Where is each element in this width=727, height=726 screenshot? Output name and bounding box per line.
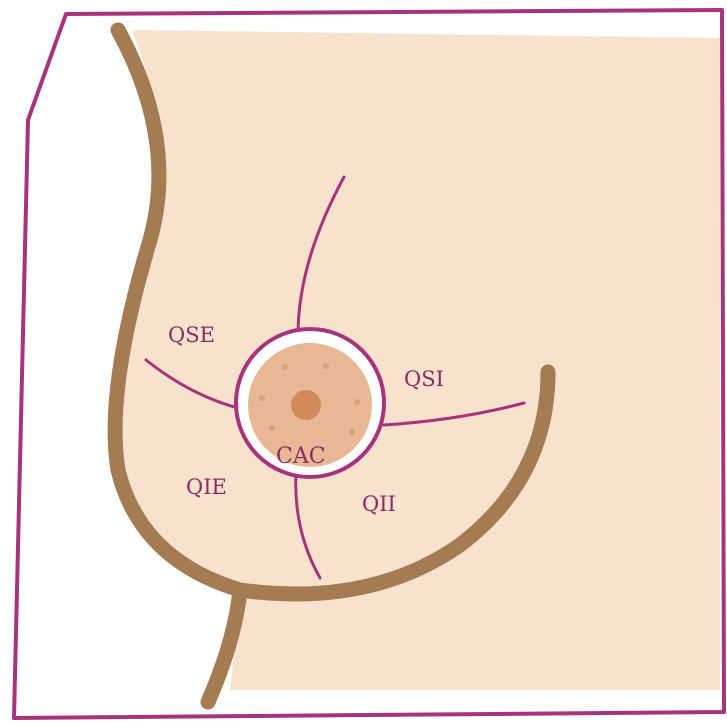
areola-dot (269, 425, 275, 431)
areola-dot (323, 363, 329, 369)
label-qii: QII (362, 492, 396, 516)
areola-dot (354, 399, 360, 405)
areola-dot (349, 429, 355, 435)
label-qse: QSE (168, 323, 215, 347)
areola-dot (282, 364, 288, 370)
areola-dot (259, 395, 265, 401)
label-qie: QIE (186, 475, 227, 499)
nipple (291, 390, 321, 420)
label-qsi: QSI (404, 367, 444, 391)
skin-area (112, 30, 720, 690)
label-cac: CAC (276, 444, 326, 469)
